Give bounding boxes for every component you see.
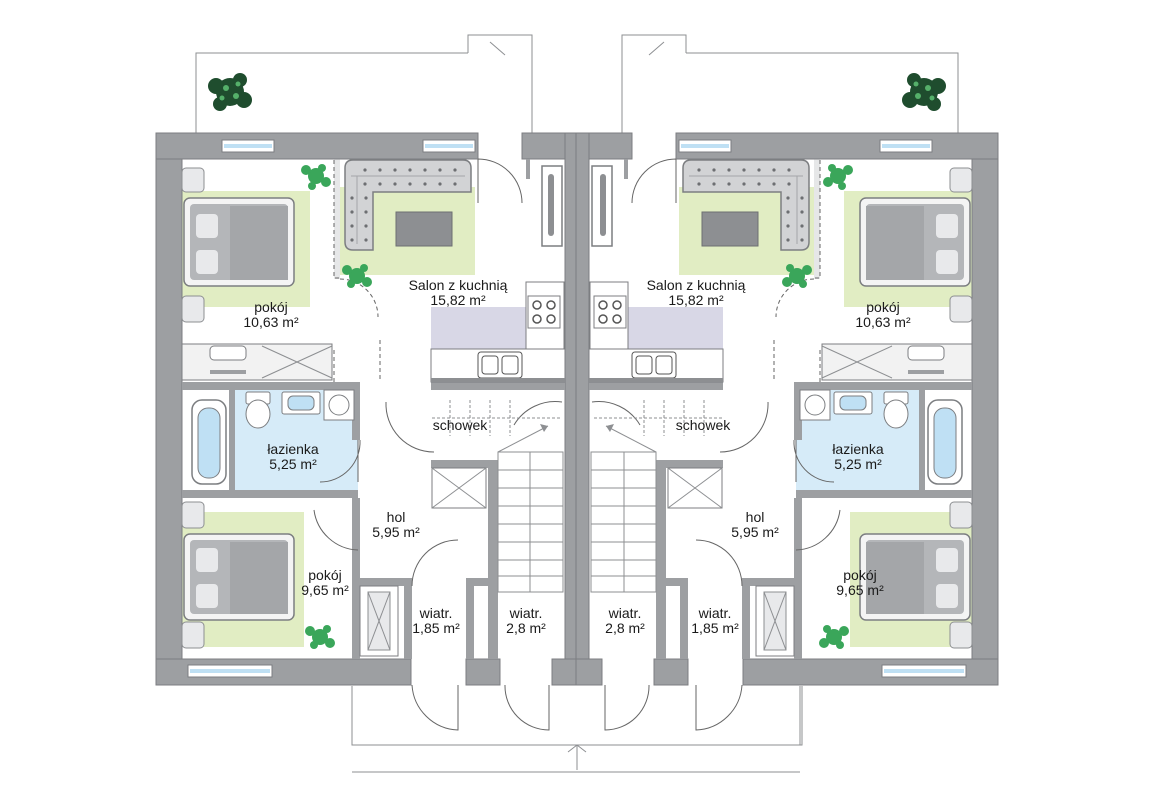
left-wiatr-b-area: 2,8 m²: [506, 620, 546, 636]
right-wiatr-b-area: 2,8 m²: [605, 620, 645, 636]
right-pokoj-bottom-name: pokój: [843, 567, 877, 583]
left-pokoj-bottom-label: pokój 9,65 m²: [301, 568, 348, 598]
left-lazienka-name: łazienka: [267, 441, 319, 457]
right-salon-name: Salon z kuchnią: [646, 277, 746, 293]
right-wiatr-a-area: 1,85 m²: [691, 620, 739, 636]
right-hol-area: 5,95 m²: [731, 524, 779, 540]
left-schowek-label: schowek: [433, 418, 487, 433]
right-pokoj-top-area: 10,63 m²: [855, 314, 911, 330]
left-salon-label: Salon z kuchnią 15,82 m²: [409, 278, 508, 308]
left-unit-plan: [155, 34, 579, 746]
left-lazienka-area: 5,25 m²: [269, 456, 317, 472]
left-pokoj-bottom-name: pokój: [308, 567, 342, 583]
right-wiatr-b-name: wiatr.: [608, 605, 642, 621]
right-schowek-label: schowek: [676, 418, 730, 433]
left-wiatr-a-area: 1,85 m²: [412, 620, 460, 636]
left-pokoj-top-label: pokój 10,63 m²: [243, 300, 298, 330]
left-wiatr-b-name: wiatr.: [509, 605, 543, 621]
right-salon-area: 15,82 m²: [668, 292, 724, 308]
left-wiatr-a-label: wiatr. 1,85 m²: [412, 606, 459, 636]
right-lazienka-label: łazienka 5,25 m²: [832, 442, 883, 472]
left-wiatr-a-name: wiatr.: [419, 605, 453, 621]
left-pokoj-bottom-area: 9,65 m²: [301, 582, 349, 598]
left-wiatr-b-label: wiatr. 2,8 m²: [506, 606, 546, 636]
right-wiatr-a-label: wiatr. 1,85 m²: [691, 606, 738, 636]
left-hol-name: hol: [386, 509, 406, 525]
right-unit-plan: [575, 34, 999, 746]
right-wiatr-a-name: wiatr.: [698, 605, 732, 621]
left-salon-area: 15,82 m²: [430, 292, 486, 308]
right-lazienka-area: 5,25 m²: [834, 456, 882, 472]
left-schowek-name: schowek: [432, 417, 488, 433]
left-pokoj-top-name: pokój: [254, 299, 288, 315]
left-hol-area: 5,95 m²: [372, 524, 420, 540]
right-pokoj-top-label: pokój 10,63 m²: [855, 300, 910, 330]
right-salon-label: Salon z kuchnią 15,82 m²: [647, 278, 746, 308]
right-pokoj-top-name: pokój: [866, 299, 900, 315]
left-pokoj-top-area: 10,63 m²: [243, 314, 299, 330]
right-schowek-name: schowek: [675, 417, 731, 433]
left-hol-label: hol 5,95 m²: [372, 510, 419, 540]
left-lazienka-label: łazienka 5,25 m²: [267, 442, 318, 472]
right-pokoj-bottom-area: 9,65 m²: [836, 582, 884, 598]
right-wiatr-b-label: wiatr. 2,8 m²: [605, 606, 645, 636]
right-hol-name: hol: [745, 509, 765, 525]
right-pokoj-bottom-label: pokój 9,65 m²: [836, 568, 883, 598]
right-hol-label: hol 5,95 m²: [731, 510, 778, 540]
right-lazienka-name: łazienka: [832, 441, 884, 457]
left-salon-name: Salon z kuchnią: [408, 277, 508, 293]
